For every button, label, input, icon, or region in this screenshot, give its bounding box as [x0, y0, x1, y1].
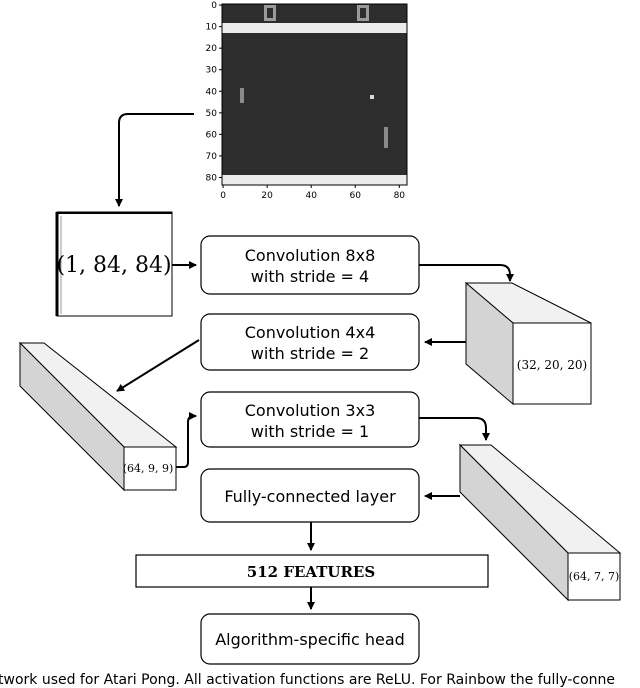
- tensor3-cube: (64, 7, 7): [458, 443, 622, 602]
- pong-top-wall: [222, 23, 407, 33]
- y-tick-label: 0: [211, 1, 217, 11]
- conv2-line2: with stride = 2: [251, 344, 369, 363]
- pong-frame-plot: 0 10 20 30 40 50 60 70 80 0 20 40 60 80: [206, 1, 408, 201]
- tensor2-cube: (64, 9, 9): [18, 341, 178, 492]
- y-axis-ticks: 0 10 20 30 40 50 60 70 80: [206, 1, 222, 183]
- x-tick-label: 20: [261, 191, 273, 201]
- y-tick-label: 50: [206, 109, 218, 119]
- plot-frame: [221, 3, 408, 186]
- arrow-conv3-to-tensor3: [419, 417, 490, 441]
- conv1-line1: Convolution 8x8: [245, 246, 376, 265]
- tensor1-cube: (32, 20, 20): [464, 281, 592, 406]
- left-paddle: [240, 88, 244, 103]
- arrow-tensor2-to-conv3: [176, 412, 197, 468]
- x-axis-ticks: 0 20 40 60 80: [220, 185, 405, 201]
- x-tick-label: 40: [305, 191, 317, 201]
- fc-block: Fully-connected layer: [200, 468, 420, 523]
- conv3-line2: with stride = 1: [251, 422, 369, 441]
- arrow-conv2-to-tensor2: [116, 339, 200, 392]
- arrow-conv1-to-tensor1: [419, 264, 514, 282]
- y-tick-label: 10: [206, 23, 218, 33]
- arrow-plot-to-input: [115, 113, 194, 207]
- conv3-line1: Convolution 3x3: [245, 401, 376, 420]
- y-tick-label: 60: [206, 130, 218, 140]
- y-tick-label: 20: [206, 44, 218, 54]
- tensor3-shape-label: (64, 7, 7): [569, 570, 620, 583]
- input-tensor-box: (1, 84, 84): [55, 211, 173, 317]
- features-label: 512 FEATURES: [247, 563, 375, 581]
- head-label: Algorithm-specific head: [215, 630, 405, 649]
- conv1-line2: with stride = 4: [251, 267, 369, 286]
- x-tick-label: 0: [220, 191, 226, 201]
- conv2-block: Convolution 4x4 with stride = 2: [200, 313, 420, 371]
- conv2-line1: Convolution 4x4: [245, 323, 376, 342]
- tensor1-shape-label: (32, 20, 20): [517, 358, 587, 372]
- features-block: 512 FEATURES: [135, 554, 489, 588]
- conv3-block: Convolution 3x3 with stride = 1: [200, 391, 420, 448]
- pong-screen: [222, 4, 407, 185]
- head-block: Algorithm-specific head: [200, 613, 420, 665]
- fc-label: Fully-connected layer: [224, 487, 396, 506]
- ball: [370, 95, 374, 99]
- conv1-block: Convolution 8x8 with stride = 4: [200, 235, 420, 295]
- x-tick-label: 80: [394, 191, 406, 201]
- y-tick-label: 80: [206, 173, 218, 183]
- tensor2-shape-label: (64, 9, 9): [123, 462, 174, 475]
- input-shape-label: (1, 84, 84): [56, 253, 171, 278]
- pong-bottom-wall: [222, 175, 407, 185]
- y-tick-label: 70: [206, 152, 218, 162]
- figure-caption: twork used for Atari Pong. All activatio…: [0, 672, 615, 688]
- y-tick-label: 30: [206, 66, 218, 76]
- x-tick-label: 60: [350, 191, 362, 201]
- y-tick-label: 40: [206, 87, 218, 97]
- right-paddle: [384, 127, 388, 148]
